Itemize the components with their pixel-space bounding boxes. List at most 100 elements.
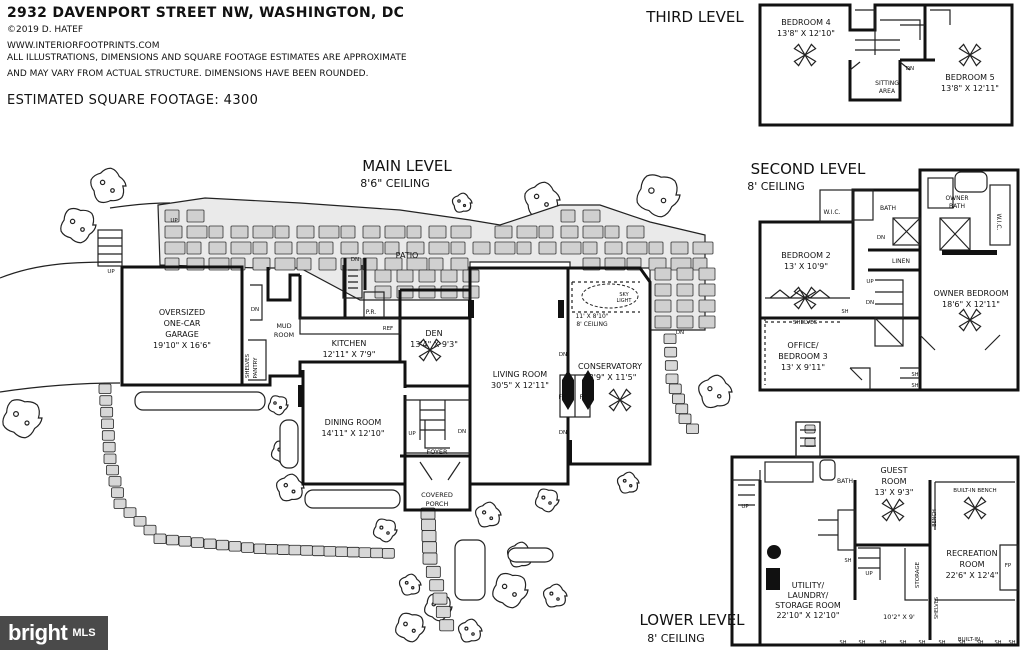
patio-stone	[340, 225, 356, 239]
walkway-stone	[804, 438, 816, 447]
room-label: 10'2" X 9'	[883, 613, 915, 621]
room-label: OVERSIZED	[159, 308, 205, 317]
patio-stone	[648, 241, 664, 255]
patio-stone	[494, 241, 516, 255]
patio-stone	[626, 241, 648, 255]
walkway-stone	[288, 544, 302, 556]
room-label: OFFICE/	[787, 341, 819, 350]
stone-walkway	[98, 333, 816, 632]
walkway-stone	[265, 544, 279, 555]
patio-stone	[654, 283, 672, 297]
logo-brand: bright	[8, 620, 68, 645]
room-label: 22'10" X 12'10"	[776, 611, 839, 620]
walkway-stone	[668, 383, 682, 395]
patio-stone	[440, 285, 458, 299]
patio-stone	[472, 241, 491, 255]
room-label: UP	[170, 218, 178, 224]
patio-stone	[538, 225, 554, 239]
room-label: DN	[351, 257, 359, 263]
room-label: DN	[251, 307, 259, 313]
property-address: 2932 DAVENPORT STREET NW, WASHINGTON, DC	[7, 5, 405, 21]
skylight	[581, 283, 639, 309]
room-label: UP	[741, 504, 749, 510]
owner-bedroom-closet-bar	[942, 250, 997, 255]
patio-stone	[428, 241, 450, 255]
ceiling-fan-icon	[881, 498, 905, 522]
patio-stone	[654, 267, 672, 281]
room-label: SH	[919, 640, 926, 646]
patio-stone	[516, 241, 532, 255]
walkway-stone	[166, 534, 179, 546]
patio-stone	[340, 241, 359, 255]
walkway-stone	[686, 423, 699, 435]
room-label: LIVING ROOM	[493, 370, 548, 379]
patio-stone	[296, 257, 312, 271]
second-level-ceiling: 8' CEILING	[747, 180, 805, 193]
room-label: PANTRY	[253, 357, 259, 379]
room-label: 22'6" X 12'4"	[946, 571, 999, 580]
room-label: DN	[676, 330, 684, 336]
disclaimer-line-2: AND MAY VARY FROM ACTUAL STRUCTURE. DIME…	[7, 69, 369, 79]
ceiling-fan-icon	[608, 388, 632, 412]
landscape-trees	[2, 167, 733, 643]
lower-level-ceiling: 8' CEILING	[647, 632, 705, 645]
walkway-stone	[111, 487, 124, 498]
ceiling-fan-icon	[958, 308, 982, 332]
patio-stone	[362, 225, 381, 239]
patio-stone	[626, 225, 645, 239]
patio-stone	[418, 269, 436, 283]
tree-icon	[616, 471, 640, 494]
patio-stone	[274, 241, 293, 255]
second-level-title: SECOND LEVEL	[751, 160, 866, 178]
room-label: BENCH	[932, 509, 938, 527]
room-label: GARAGE	[165, 330, 199, 339]
walkway-stone	[663, 333, 677, 345]
room-label: BATH	[949, 203, 965, 210]
room-label: SH	[845, 558, 852, 564]
ceiling-fan-icons	[418, 43, 987, 522]
patio-stone	[698, 315, 716, 329]
room-label: COVERED	[421, 491, 453, 499]
room-label: CONSERVATORY	[578, 362, 642, 371]
tree-icon	[457, 618, 483, 643]
patio-stone	[208, 225, 224, 239]
patio-stone	[692, 241, 714, 255]
tree-icon	[475, 501, 502, 528]
room-label: SH	[912, 383, 919, 389]
walkway-stone	[675, 403, 689, 415]
room-label: BATH	[837, 478, 853, 485]
main-level-ceiling: 8'6" CEILING	[360, 177, 430, 190]
room-label: UP	[865, 571, 873, 577]
patio-stone	[604, 225, 620, 239]
room-label: KITCHEN	[332, 339, 367, 348]
patio-stone	[560, 225, 579, 239]
patio-stone	[418, 285, 436, 299]
walkway-stone	[101, 430, 115, 441]
patio-stone	[582, 209, 601, 223]
patio-stone	[538, 241, 557, 255]
second-level-interior	[764, 171, 1011, 390]
room-label: 8' CEILING	[576, 321, 608, 328]
ceiling-fan-icon	[418, 338, 442, 362]
patio-stone	[698, 267, 716, 281]
patio-stone	[384, 225, 406, 239]
patio-stone	[516, 225, 538, 239]
room-label: P.R.	[366, 309, 377, 316]
room-label: SITTING	[875, 80, 899, 87]
patio-stone	[252, 257, 271, 271]
walkway-stone	[429, 579, 445, 592]
ceiling-fan-icon	[958, 43, 982, 67]
walkway-stone	[106, 464, 119, 476]
room-label: SH	[880, 640, 887, 646]
patio-stone	[604, 241, 623, 255]
room-label: SH	[859, 640, 866, 646]
walkway-stone	[346, 546, 360, 558]
patio-stone	[582, 225, 604, 239]
room-label: SH	[995, 640, 1002, 646]
room-label: W.I.C.	[995, 214, 1002, 231]
patio-stone	[186, 225, 208, 239]
room-label: BEDROOM 2	[781, 251, 830, 260]
patio-stone	[654, 299, 672, 313]
walkway-stone	[191, 537, 204, 548]
